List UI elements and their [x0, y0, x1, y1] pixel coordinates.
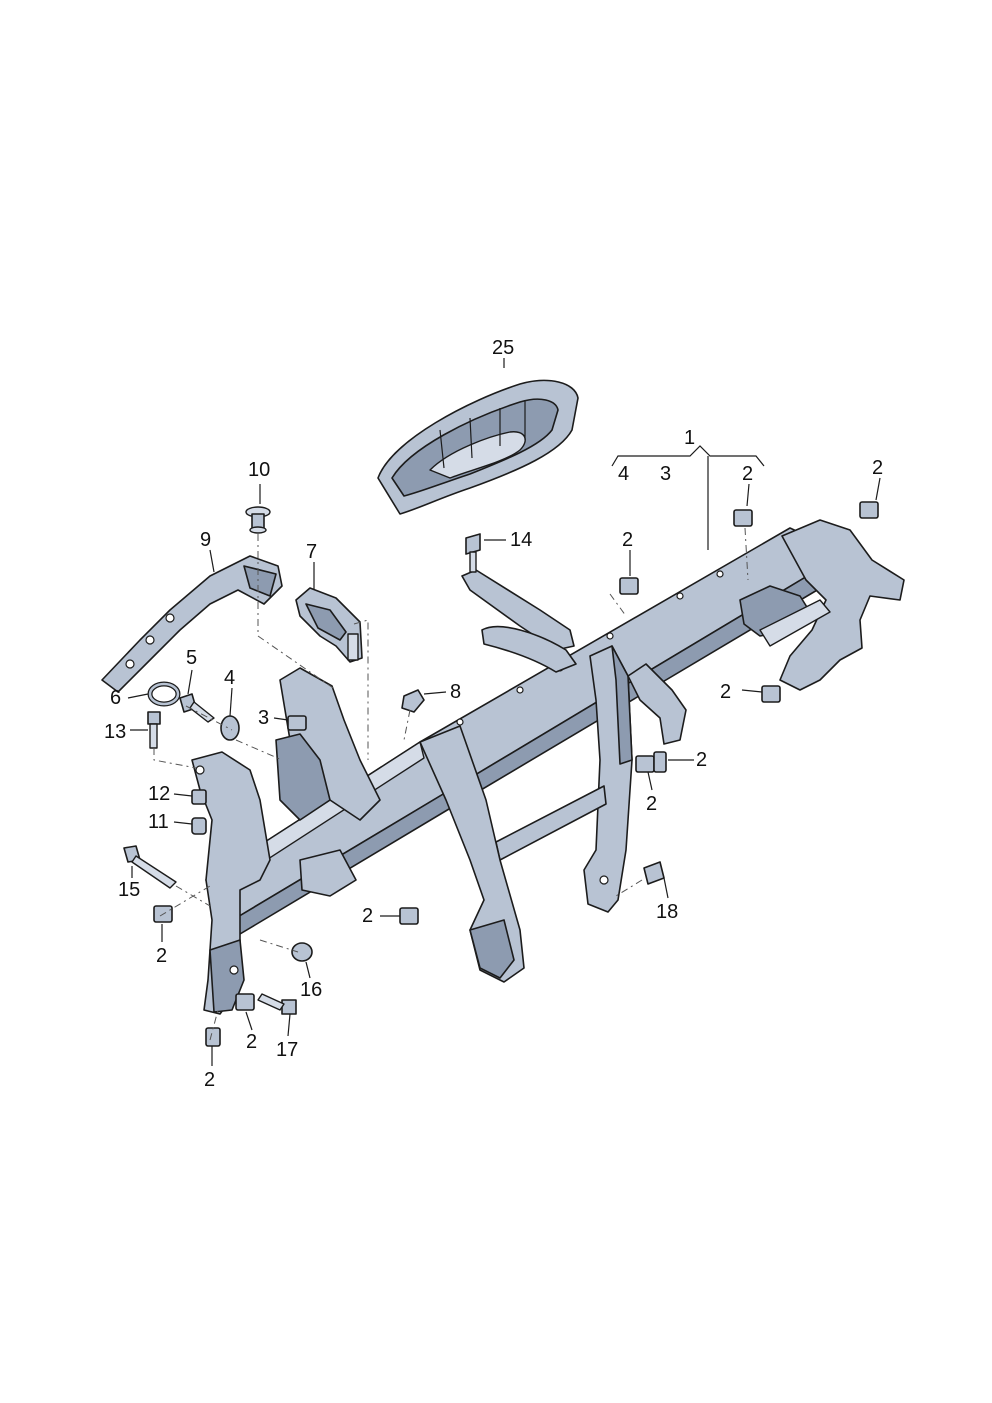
callout-18: 18: [656, 901, 678, 923]
callout-15: 15: [118, 879, 140, 901]
callout-12: 12: [148, 783, 170, 805]
callout-2-bottom-mid: 2: [362, 905, 373, 927]
callout-9: 9: [200, 529, 211, 551]
fasteners: [123, 501, 879, 1047]
callout-2-left-c: 2: [204, 1069, 215, 1091]
steering-column-mount: [275, 667, 381, 897]
center-vertical-support: [495, 645, 633, 913]
part-1-group-bracket: [611, 445, 765, 467]
upper-center-brace: [461, 569, 577, 673]
callout-17: 17: [276, 1039, 298, 1061]
callout-14: 14: [510, 529, 532, 551]
part-7-small-bracket: [295, 587, 363, 663]
part-9-left-bracket: [101, 555, 283, 693]
callout-labels: 1 4 3 2 2 25 10 9 7 14 2 5 6 4 8 3 13 2 …: [104, 337, 883, 1091]
callout-2-mid: 2: [622, 529, 633, 551]
callout-3: 3: [258, 707, 269, 729]
callout-2-left-a: 2: [156, 945, 167, 967]
callout-10: 10: [248, 459, 270, 481]
callout-7: 7: [306, 541, 317, 563]
callout-2-right-top: 2: [872, 457, 883, 479]
left-column-support: [191, 751, 271, 1015]
part-25-storage-tray: [377, 379, 579, 515]
callout-8: 8: [450, 681, 461, 703]
callout-2-center-a: 2: [696, 749, 707, 771]
callout-11: 11: [148, 811, 169, 833]
callout-5: 5: [186, 647, 197, 669]
callout-2-group: 2: [742, 463, 753, 485]
callout-1: 1: [684, 427, 695, 449]
dashed-connection-lines: [153, 527, 749, 1041]
callout-13: 13: [104, 721, 126, 743]
callout-25: 25: [492, 337, 514, 359]
callout-2-center-b: 2: [646, 793, 657, 815]
callout-4-group: 4: [618, 463, 629, 485]
callout-2-right-mid: 2: [720, 681, 731, 703]
right-side-mount: [739, 519, 905, 691]
callout-2-left-b: 2: [246, 1031, 257, 1053]
part-10-clip: [245, 506, 271, 534]
center-lower-bracket: [419, 725, 525, 983]
callout-16: 16: [300, 979, 322, 1001]
callout-4: 4: [224, 667, 235, 689]
leader-lines: [127, 358, 881, 1066]
callout-3-group: 3: [660, 463, 671, 485]
right-lower-bracket: [627, 663, 687, 745]
callout-6: 6: [110, 687, 121, 709]
